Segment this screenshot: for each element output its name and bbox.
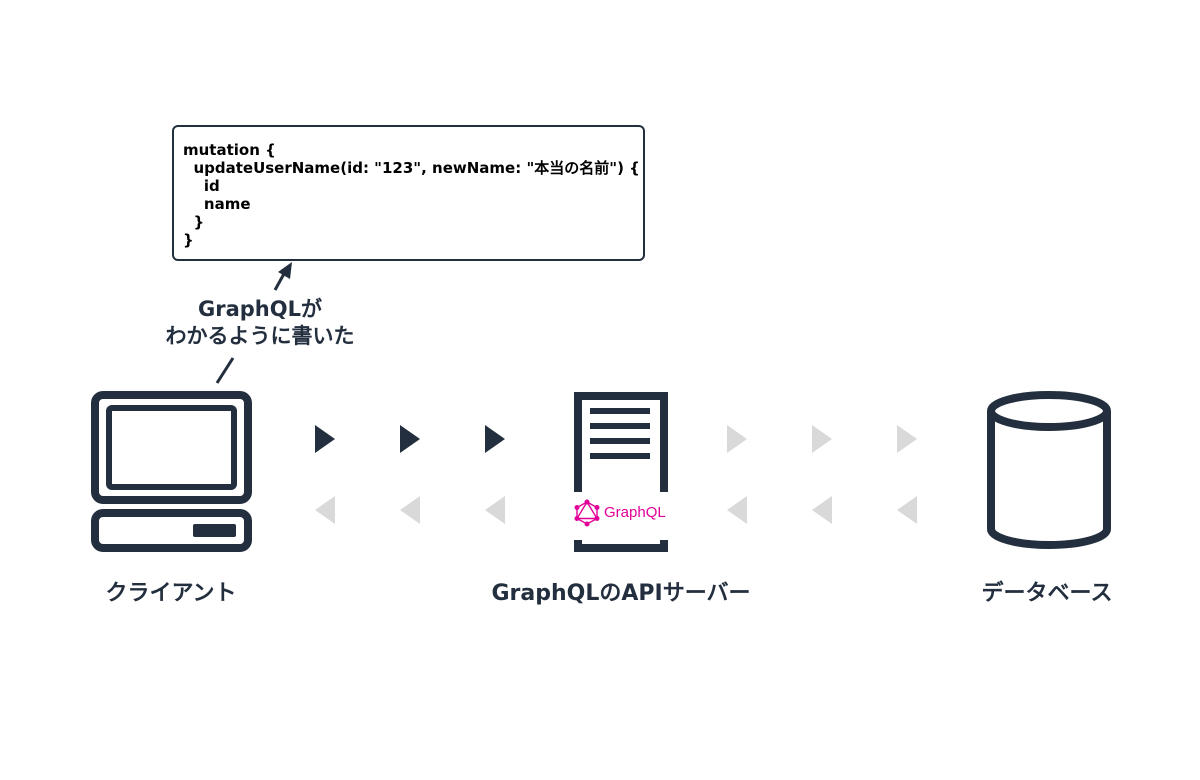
- api-server-label: GraphQLのAPIサーバー: [491, 581, 751, 606]
- request-arrows: [315, 425, 505, 453]
- db-response-arrow-3: [897, 496, 917, 524]
- graphql-logo-icon: [574, 499, 600, 527]
- computer-icon: [91, 391, 252, 552]
- code-line: updateUserName(id: "123", newName: "本当の名…: [183, 159, 640, 177]
- note-line-2: わかるように書いた: [165, 324, 355, 348]
- code-line: name: [183, 195, 251, 213]
- db-response-arrow-2: [812, 496, 832, 524]
- response-arrow-2: [400, 496, 420, 524]
- request-arrow-3: [485, 425, 505, 453]
- db-response-arrow-1: [727, 496, 747, 524]
- db-query-arrow-3: [897, 425, 917, 453]
- db-query-arrow-1: [727, 425, 747, 453]
- request-arrow-1: [315, 425, 335, 453]
- database-label: データベース: [981, 581, 1113, 606]
- response-arrows-from-database: [727, 496, 917, 524]
- client-label: クライアント: [105, 581, 237, 606]
- code-line: mutation {: [183, 141, 276, 159]
- code-line: }: [183, 231, 194, 249]
- note-line-1: GraphQLが: [198, 297, 322, 321]
- graphql-logo-text: GraphQL: [604, 504, 666, 521]
- response-arrow-3: [485, 496, 505, 524]
- code-line: }: [183, 213, 205, 231]
- response-arrow-1: [315, 496, 335, 524]
- response-arrows-to-client: [315, 496, 505, 524]
- graphql-query-box: [172, 125, 645, 261]
- note-pointer-line-lower: [215, 357, 235, 384]
- db-query-arrow-2: [812, 425, 832, 453]
- server-icon: [574, 392, 668, 552]
- database-icon: [987, 391, 1111, 549]
- request-arrow-2: [400, 425, 420, 453]
- note-pointer-arrowhead: [278, 262, 292, 279]
- code-line: id: [183, 177, 220, 195]
- query-arrows-to-database: [727, 425, 917, 453]
